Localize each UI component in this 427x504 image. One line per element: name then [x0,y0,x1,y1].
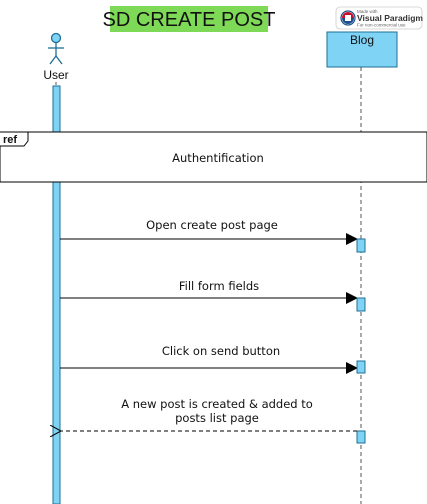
watermark-frame [335,6,423,30]
user-activation-bar[interactable] [52,85,61,504]
watermark-note: For non-commercial use [357,23,406,28]
ref-tag-box [0,131,29,147]
ref-frame [0,131,427,183]
title-background [110,6,268,32]
message-label: Fill form fields [179,279,259,293]
ref-label: Authentification [172,151,264,165]
blog-activation-bar [356,238,366,253]
blog-activation-bar [356,430,366,444]
watermark-brand: Visual Paradigm [357,13,423,23]
ref-fragment[interactable]: ref Authentification [0,131,427,183]
message-label-line1: A new post is created & added to [121,397,313,411]
message-label-line2: posts list page [175,411,259,425]
title-text: SD CREATE POST [103,9,276,31]
participant-box [326,31,398,68]
ref-tag: ref [3,134,17,146]
watermark-made-with: Made with [357,9,378,14]
message-return-post-created[interactable]: A new post is created & added to posts l… [61,397,366,444]
participant-label: Blog [350,33,374,47]
blog-activation-bar [356,297,366,312]
watermark: Made with Visual Paradigm For non-commer… [335,6,423,30]
message-label: Open create post page [146,218,278,232]
participant-blog[interactable]: Blog [326,31,398,68]
message-label: Click on send button [162,344,280,358]
message-click-on-send-button[interactable]: Click on send button [60,344,366,374]
message-fill-form-fields[interactable]: Fill form fields [60,279,366,312]
diagram-title: SD CREATE POST [103,6,276,32]
actor-stick-figure-icon [48,32,64,65]
visual-paradigm-logo-icon [340,10,356,26]
actor-label: User [43,68,68,82]
message-open-create-post-page[interactable]: Open create post page [60,218,366,253]
blog-activation-bar [356,360,366,374]
actor-user[interactable]: User [43,32,69,83]
